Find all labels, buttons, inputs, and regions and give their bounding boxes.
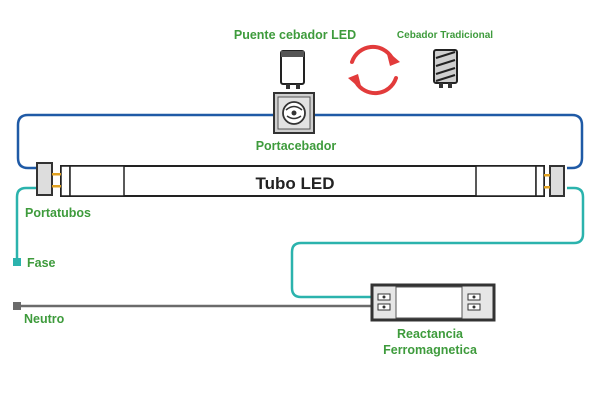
starter-holder-label: Portacebador bbox=[256, 139, 337, 153]
led-starter-label: Puente cebador LED bbox=[234, 28, 356, 42]
circular-swap-arrows-icon bbox=[348, 44, 400, 96]
neutral-terminal bbox=[13, 302, 21, 310]
led-tube bbox=[60, 165, 545, 197]
phase-wire bbox=[15, 186, 38, 262]
ferromagnetic-ballast bbox=[370, 283, 496, 322]
lamp-holder-label: Portatubos bbox=[25, 206, 91, 220]
phase-label: Fase bbox=[27, 256, 56, 270]
traditional-starter-label: Cebador Tradicional bbox=[397, 30, 493, 41]
neutral-label: Neutro bbox=[24, 312, 65, 326]
led-starter-bridge-icon bbox=[280, 50, 305, 89]
lamp-holder-left bbox=[36, 162, 61, 196]
ballast-label-line2: Ferromagnetica bbox=[383, 343, 478, 357]
phase-terminal bbox=[13, 258, 21, 266]
ballast-feed-wire bbox=[290, 186, 585, 299]
ballast-label-line1: Reactancia bbox=[397, 327, 464, 341]
lamp-holder-right bbox=[544, 165, 565, 197]
traditional-starter-icon bbox=[433, 49, 458, 88]
tube-label: Tubo LED bbox=[256, 174, 335, 193]
starter-holder-icon bbox=[273, 92, 315, 134]
